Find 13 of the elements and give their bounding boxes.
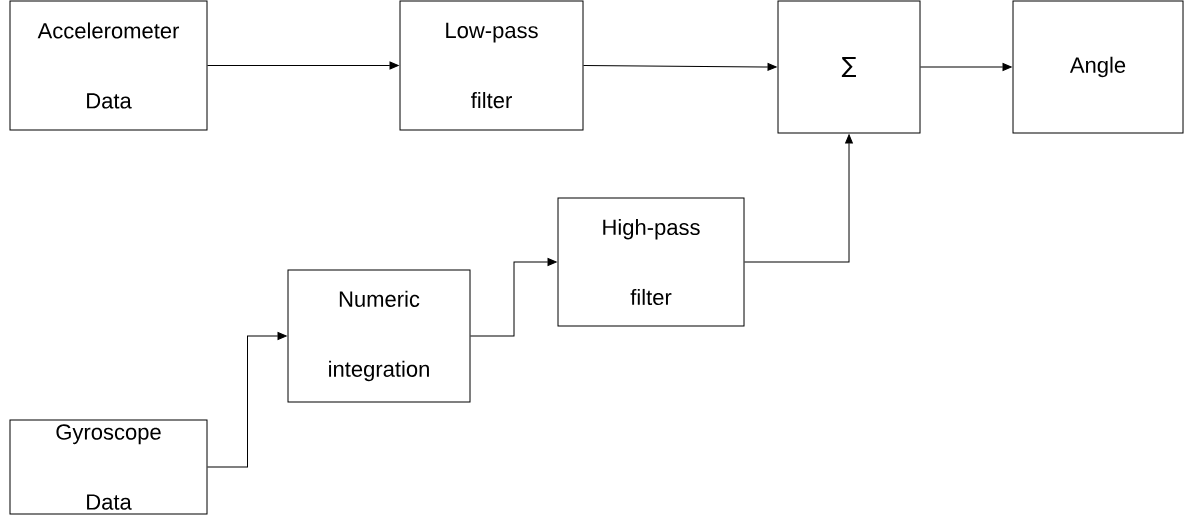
arrow (207, 332, 287, 468)
arrow (583, 63, 777, 71)
process-box: Accelerometer Data (9, 0, 208, 131)
process-box: High-pass filter (557, 197, 745, 327)
arrow (920, 63, 1012, 71)
process-box: Numeric integration (287, 269, 471, 403)
arrow (470, 258, 557, 337)
process-box: Gyroscope Data (9, 419, 208, 515)
arrow (744, 134, 853, 263)
process-box: Low-pass filter (399, 0, 584, 131)
arrow (207, 61, 399, 70)
process-box: Angle (1012, 0, 1184, 134)
process-box: ∑ (777, 0, 921, 134)
